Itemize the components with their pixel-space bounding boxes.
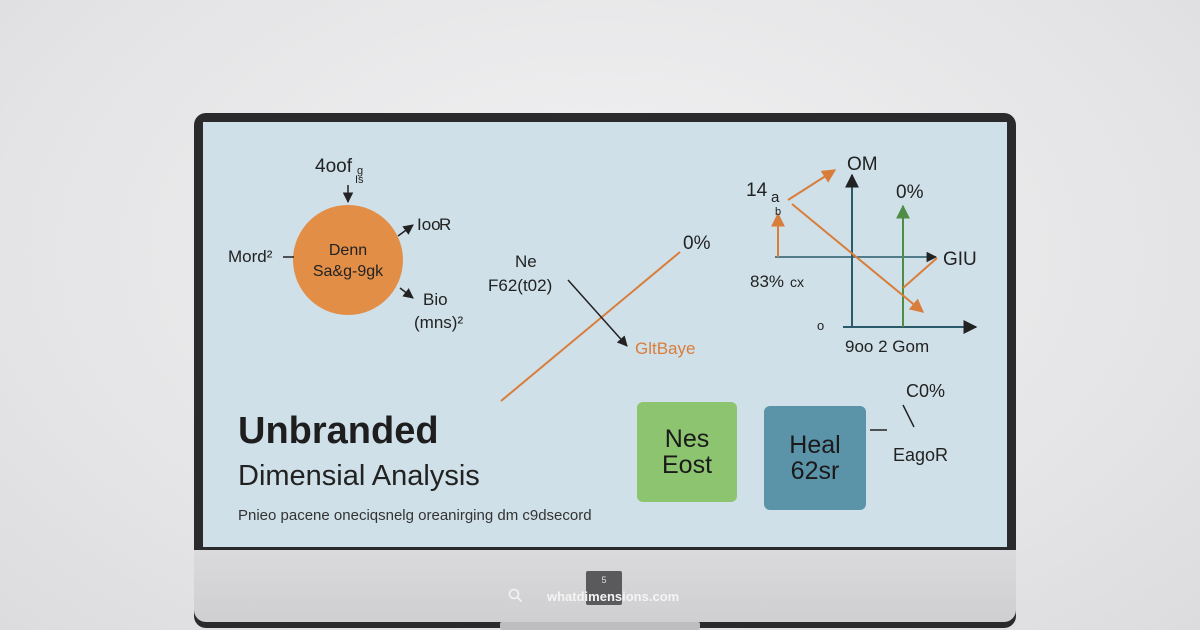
orange-circle: [293, 205, 403, 315]
circle-top-sub2: Is: [355, 174, 364, 186]
axis-mid-label: 83%: [750, 272, 784, 291]
circle-top-sub: g: [357, 165, 363, 177]
axis-mid-label2: cx: [790, 274, 804, 290]
circle-right-bottom-label1: Bio: [423, 290, 448, 309]
middle-bottom-label: GltBaye: [635, 339, 695, 358]
slide-graphics: Denn Sa&g-9gk 4oof g Is Mord² Ioo R Bio …: [228, 154, 978, 465]
middle-diagram: 0% Ne F62(t02) GltBaye: [488, 233, 711, 402]
monitor-stand: [500, 622, 700, 630]
slide-title: Unbranded: [238, 410, 439, 452]
axis-origin-label: o: [817, 318, 824, 333]
orange-small-return: [902, 257, 938, 289]
circle-diagram: Denn Sa&g-9gk 4oof g Is Mord² Ioo R Bio …: [228, 156, 463, 332]
teal-box: Heal 62sr: [764, 406, 866, 510]
bezel-logo: 5: [586, 571, 622, 605]
right-bottom-label: EagoR: [893, 445, 948, 465]
green-box-line1: Nes: [664, 424, 710, 453]
bezel-url[interactable]: whatdimensions.com: [547, 589, 680, 604]
middle-left-label1: Ne: [515, 252, 537, 271]
middle-left-label2: F62(t02): [488, 276, 552, 295]
check-stroke: [902, 404, 915, 428]
axis-left-sub2: b: [775, 206, 781, 218]
box-annotations: C0% EagoR: [870, 381, 948, 465]
axis-green-label: 0%: [896, 182, 924, 203]
teal-box-line2: 62sr: [790, 457, 840, 485]
arrow-right-top: [397, 224, 414, 237]
screen: Denn Sa&g-9gk 4oof g Is Mord² Ioo R Bio …: [203, 122, 1007, 547]
circle-right-top-label: Ioo: [417, 215, 441, 234]
axis-top-label: OM: [847, 154, 878, 175]
slide-subtitle: Dimensial Analysis: [238, 460, 480, 492]
axis-bottom-label: 9oo 2 Gom: [845, 337, 929, 356]
axis-left-sub: a: [771, 189, 780, 206]
orange-diagonal: [500, 251, 681, 402]
arrow-right-bottom: [399, 287, 414, 299]
right-top-label: C0%: [906, 381, 945, 401]
axis-right-label: GIU: [943, 249, 977, 270]
middle-arrow: [567, 279, 628, 347]
circle-center-line1: Denn: [329, 242, 367, 259]
middle-top-label: 0%: [683, 233, 711, 254]
circle-top-label: 4oof: [315, 156, 353, 177]
circle-right-bottom-label2: (mns)²: [414, 313, 463, 332]
slide-caption: Pnieo pacene oneciqsnelg oreanirging dm …: [238, 507, 592, 524]
green-box-line2: Eost: [661, 451, 713, 479]
orange-diagonal-down: [791, 203, 925, 313]
axis-left-label: 14: [746, 180, 768, 201]
axis-diagram: OM 14 a b 0% GIU 83% cx o 9oo 2 Gom: [746, 154, 978, 356]
circle-right-top-suffix: R: [439, 215, 451, 234]
green-box: Nes Eost: [637, 402, 737, 502]
search-icon[interactable]: [508, 588, 522, 602]
orange-diagonal-up: [787, 169, 837, 201]
circle-center-line2: Sa&g-9gk: [313, 263, 384, 280]
teal-box-line1: Heal: [789, 430, 841, 459]
circle-left-label: Mord²: [228, 247, 273, 266]
